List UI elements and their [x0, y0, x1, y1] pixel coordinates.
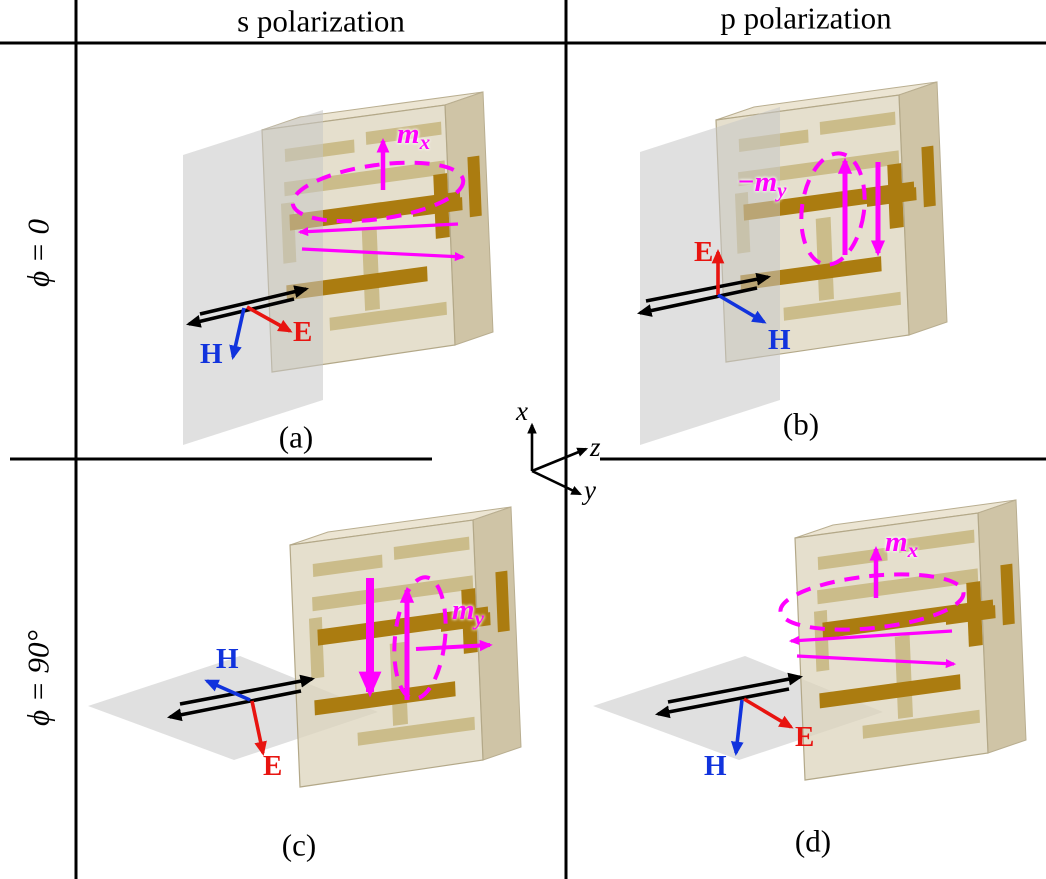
panel-b-scene — [636, 81, 948, 445]
h-field-label-d: H — [704, 750, 727, 782]
magnetic-moment-loop-d — [778, 545, 966, 669]
panel-a-tag: (a) — [278, 419, 314, 455]
h-field-label-a: H — [200, 338, 223, 370]
h-field-label-b: H — [768, 324, 791, 356]
coordinate-axes — [527, 422, 589, 496]
axis-z-label: z — [590, 432, 601, 462]
row-header-phi-0: ϕ = 0 — [20, 219, 56, 287]
e-field-label-c: E — [263, 750, 283, 782]
panel-a-scene — [183, 91, 494, 445]
axis-x-label: x — [516, 396, 528, 426]
magnetic-moment-loop-a — [290, 137, 466, 262]
moment-label-a: mx — [397, 118, 431, 154]
moment-label-c: my — [452, 594, 484, 630]
e-field-label-b: E — [694, 236, 714, 268]
h-field-label-c: H — [216, 643, 239, 675]
current-arrow-left-d — [788, 629, 953, 646]
column-header-p-polarization: p polarization — [720, 0, 892, 36]
incidence-plane-a — [183, 110, 323, 445]
column-header-s-polarization: s polarization — [237, 3, 405, 39]
panel-d-tag: (d) — [794, 823, 832, 859]
wavevector-arrows-d — [654, 672, 804, 719]
wavevector-arrows-c — [166, 674, 316, 722]
h-field-arrow-b — [717, 293, 767, 324]
h-field-arrow-c — [204, 679, 251, 702]
moment-arrow-my-c — [415, 639, 493, 652]
axis-z-arrow — [531, 447, 589, 473]
h-field-arrow-d — [730, 699, 744, 757]
wavevector-arrows-b — [636, 272, 772, 317]
e-field-arrow-a — [246, 305, 293, 333]
e-field-arrow-c — [250, 700, 267, 756]
panel-c-scene — [88, 506, 522, 788]
current-arrow-left-a — [297, 222, 459, 237]
e-field-arrow-d — [743, 697, 794, 729]
axis-y-arrow — [531, 469, 583, 496]
panel-d-scene — [593, 499, 1027, 781]
magnetic-moment-loop-b — [799, 151, 886, 267]
e-field-label-a: E — [293, 316, 313, 348]
e-field-label-d: E — [795, 721, 815, 753]
current-arrow-right-a — [301, 247, 466, 262]
panel-b-tag: (b) — [782, 406, 820, 442]
panel-c-tag: (c) — [281, 827, 317, 863]
current-arrow-right-d — [796, 654, 957, 669]
h-field-arrow-a — [229, 307, 246, 360]
row-header-phi-90: ϕ = 90° — [20, 630, 56, 726]
moment-label-d: mx — [885, 526, 919, 562]
axis-y-label: y — [584, 475, 596, 505]
moment-label-b: −my — [737, 166, 787, 202]
incidence-plane-b — [640, 107, 780, 445]
magnetic-moment-loop-c — [358, 575, 493, 701]
